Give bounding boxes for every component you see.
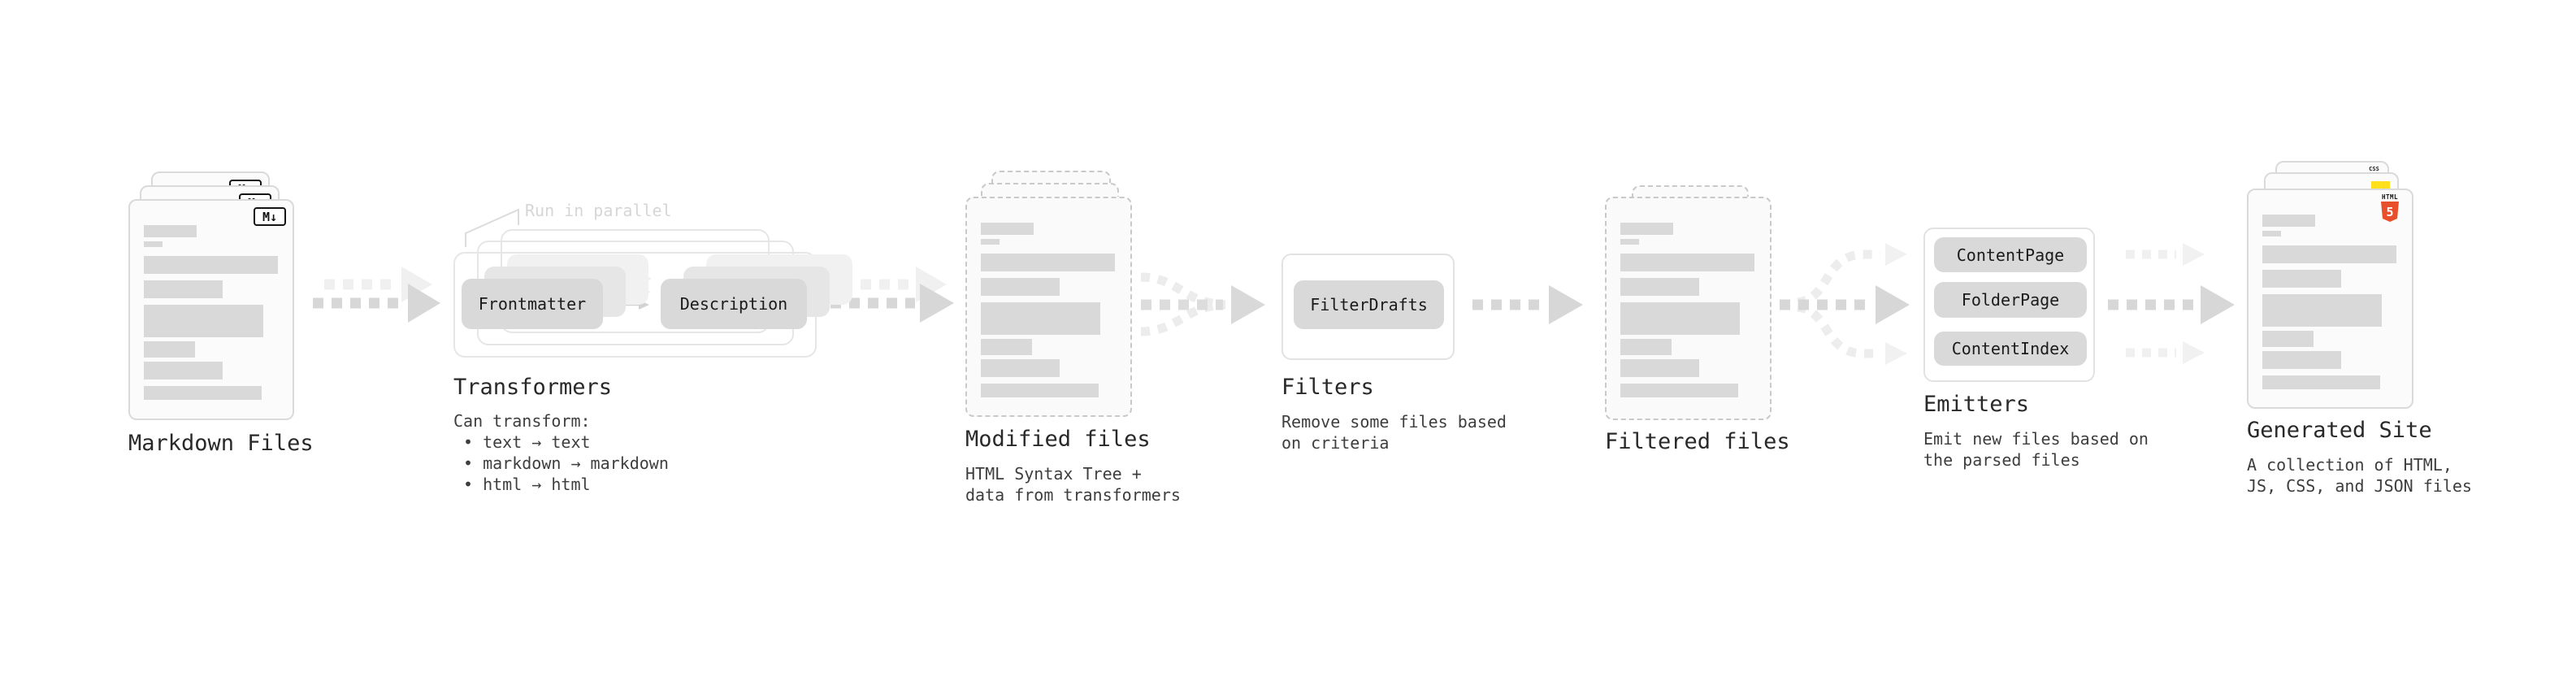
caption-line: on criteria: [1281, 433, 1390, 453]
transformers-caption: Can transform: • text → text • markdown …: [453, 410, 669, 495]
caption-bullet: • html → html: [463, 475, 591, 494]
document-text-placeholder: [144, 225, 278, 400]
text-line-bar: [2262, 375, 2380, 389]
markdown-files-label: Markdown Files: [128, 431, 314, 456]
modified-page-front: [965, 197, 1132, 417]
caption-bullet: • markdown → markdown: [463, 453, 669, 473]
text-line-bar: [2262, 245, 2396, 263]
text-line-bar: [981, 223, 1034, 235]
filters-label: Filters: [1281, 375, 1374, 400]
text-line-bar: [981, 384, 1099, 397]
generated-page-front: HTML 5: [2247, 189, 2413, 409]
text-line-bar: [981, 359, 1060, 377]
document-text-placeholder: [2262, 215, 2396, 389]
text-line-bar: [2262, 331, 2314, 347]
generated-site-caption: A collection of HTML, JS, CSS, and JSON …: [2247, 454, 2472, 497]
caption-line: Remove some files based: [1281, 412, 1507, 432]
text-line-bar: [1620, 239, 1639, 245]
description-pill: Description: [661, 279, 807, 329]
document-text-placeholder: [1620, 223, 1754, 397]
text-line-bar: [144, 305, 263, 337]
text-line-bar: [2262, 270, 2341, 288]
text-line-bar: [1620, 254, 1754, 271]
run-in-parallel-note: Run in parallel: [525, 201, 672, 220]
text-line-bar: [144, 241, 163, 247]
html5-shield-icon: 5: [2381, 202, 2399, 222]
arrow-markdown-to-transformers-icon: [313, 267, 440, 323]
markdown-icon: M↓: [254, 207, 286, 226]
arrow-filters-to-filtered-icon: [1472, 285, 1583, 324]
text-line-bar: [2262, 215, 2315, 227]
text-line-bar: [1620, 384, 1738, 397]
arrow-filtered-to-emitters-icon: [1780, 243, 1910, 365]
text-line-bar: [1620, 223, 1673, 235]
arrow-emitters-to-generated-icon: [2108, 243, 2235, 364]
document-text-placeholder: [981, 223, 1115, 397]
text-line-bar: [144, 386, 262, 400]
contentindex-pill: ContentIndex: [1934, 332, 2087, 366]
text-line-bar: [1620, 302, 1740, 335]
text-line-bar: [2262, 351, 2341, 369]
caption-line: data from transformers: [965, 485, 1181, 505]
filtered-files-label: Filtered files: [1605, 429, 1790, 454]
text-line-bar: [144, 362, 223, 380]
text-line-bar: [981, 302, 1100, 335]
emitters-label: Emitters: [1923, 392, 2030, 417]
caption-line: JS, CSS, and JSON files: [2247, 476, 2472, 496]
text-line-bar: [981, 254, 1115, 271]
caption-line: HTML Syntax Tree +: [965, 464, 1142, 484]
filters-caption: Remove some files based on criteria: [1281, 411, 1507, 453]
filterdrafts-pill: FilterDrafts: [1294, 280, 1444, 329]
text-line-bar: [1620, 339, 1672, 355]
text-line-bar: [1620, 278, 1699, 296]
modified-files-caption: HTML Syntax Tree + data from transformer…: [965, 463, 1181, 505]
text-line-bar: [1620, 359, 1699, 377]
text-line-bar: [981, 339, 1032, 355]
text-line-bar: [2262, 231, 2281, 236]
modified-files-label: Modified files: [965, 427, 1151, 452]
javascript-icon: [2371, 181, 2390, 190]
caption-line: Emit new files based on: [1923, 429, 2149, 449]
frontmatter-pill: Frontmatter: [462, 279, 603, 329]
folderpage-pill: FolderPage: [1934, 282, 2087, 318]
transformers-label: Transformers: [453, 375, 613, 400]
text-line-bar: [144, 225, 197, 237]
caption-line: Can transform:: [453, 411, 591, 431]
caption-bullet: • text → text: [463, 432, 591, 452]
text-line-bar: [2262, 294, 2382, 327]
generated-site-label: Generated Site: [2247, 418, 2432, 443]
emitters-caption: Emit new files based on the parsed files: [1923, 428, 2149, 471]
filtered-page-front: [1605, 197, 1772, 420]
text-line-bar: [144, 256, 278, 274]
markdown-page-front: M↓: [128, 199, 294, 420]
text-line-bar: [981, 239, 1000, 245]
arrow-modified-to-filters-icon: [1140, 272, 1265, 336]
text-line-bar: [144, 341, 195, 358]
text-line-bar: [144, 280, 223, 298]
text-line-bar: [981, 278, 1060, 296]
html5-icon: HTML 5: [2379, 194, 2400, 222]
contentpage-pill: ContentPage: [1934, 237, 2087, 272]
caption-line: A collection of HTML,: [2247, 455, 2452, 475]
caption-line: the parsed files: [1923, 450, 2080, 470]
